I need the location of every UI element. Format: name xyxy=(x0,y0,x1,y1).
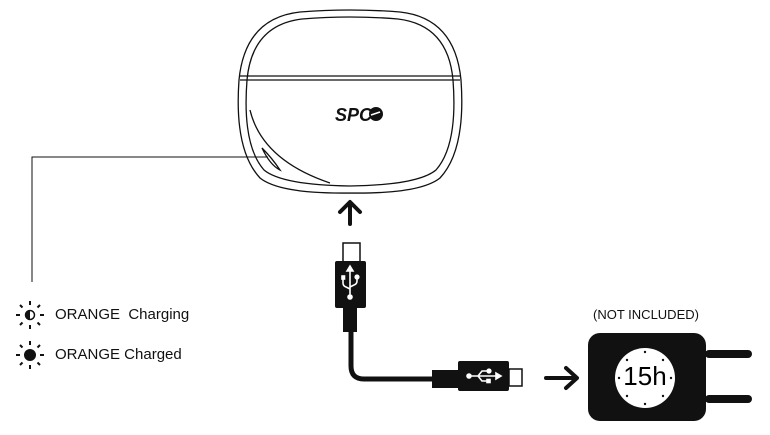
arrow-up-icon xyxy=(338,200,362,226)
charger-prong xyxy=(705,350,752,358)
charger-not-included-note: (NOT INCLUDED) xyxy=(593,307,699,322)
led-leader-line xyxy=(31,156,268,282)
half-filled-led-icon xyxy=(16,301,44,329)
charger-prong xyxy=(705,395,752,403)
wall-charger xyxy=(588,333,752,421)
clock-face-icon xyxy=(615,348,675,408)
filled-led-icon xyxy=(16,341,44,369)
clock-ticks xyxy=(617,350,673,406)
usb-icon xyxy=(466,368,503,384)
case-logo: SPC xyxy=(335,105,373,125)
led-slot xyxy=(261,147,282,172)
legend-charged-label: ORANGE Charged xyxy=(55,346,182,363)
usb-icon xyxy=(341,264,360,300)
charge-time-label: 15h xyxy=(623,361,667,391)
legend-charging-label: ORANGE Charging xyxy=(55,306,190,323)
usb-c-plug-vertical xyxy=(335,242,366,332)
arrow-right-icon xyxy=(544,366,579,390)
logo-mark-icon xyxy=(369,107,383,121)
charging-case xyxy=(237,9,463,194)
usb-cable xyxy=(348,332,434,382)
